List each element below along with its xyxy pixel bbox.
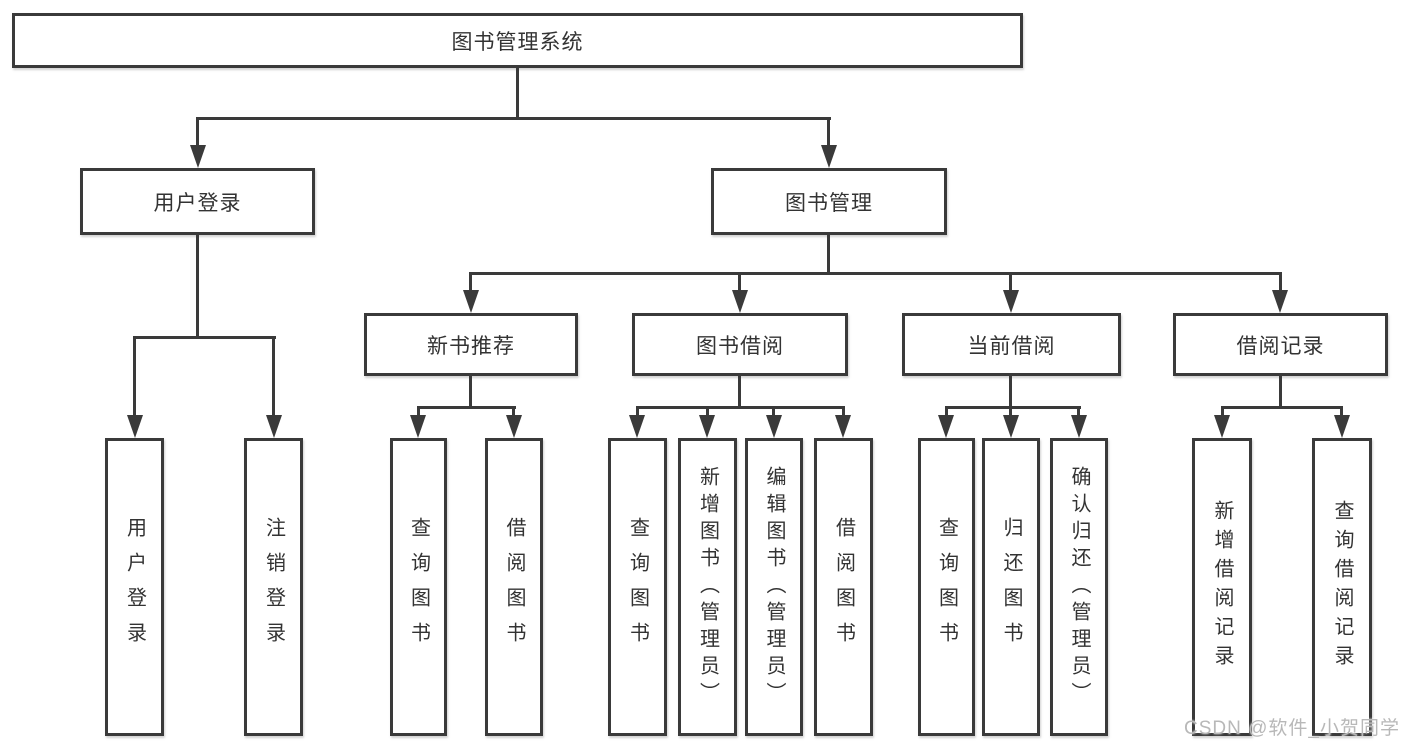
leaf-add-borrowing-record: 新增借阅记录: [1192, 438, 1252, 736]
connector-to-leaf-login: [133, 336, 136, 417]
arrow-down-icon: [732, 290, 748, 313]
arrow-down-icon: [1214, 415, 1230, 438]
arrow-down-icon: [629, 415, 645, 438]
node-label: 图书管理系统: [451, 30, 584, 54]
leaf-logout: 注销登录: [244, 438, 303, 736]
connector-leaf-stem: [1340, 406, 1343, 418]
connector-user-login-crossbar: [133, 336, 276, 339]
leaf-label: 归还图书: [1000, 517, 1022, 657]
connector-to-user-login: [196, 117, 199, 148]
node-label: 借阅记录: [1236, 334, 1325, 358]
connector-book-management-crossbar: [469, 272, 1282, 275]
arrow-down-icon: [463, 290, 479, 313]
connector-root-stem: [516, 68, 519, 120]
connector-to-current-borrowing: [1009, 272, 1012, 293]
leaf-label: 确认归还（管理员）: [1068, 465, 1090, 709]
connector-leaf-stem: [706, 406, 709, 418]
node-user-login: 用户登录: [80, 168, 315, 235]
csdn-watermark: CSDN @软件_小贺同学: [1184, 718, 1400, 739]
connector-leaf-stem: [1221, 406, 1224, 418]
node-label: 图书借阅: [696, 334, 784, 358]
connector-leaf-stem: [772, 406, 775, 418]
node-current-borrowing: 当前借阅: [902, 313, 1121, 376]
arrow-down-icon: [835, 415, 851, 438]
node-borrowing-records: 借阅记录: [1173, 313, 1388, 376]
node-library-management-system: 图书管理系统: [12, 13, 1023, 68]
leaf-label: 新增图书（管理员）: [696, 465, 719, 709]
connector-borrowing-records-stem: [1279, 376, 1282, 409]
node-label: 当前借阅: [967, 334, 1056, 358]
node-label: 图书管理: [785, 191, 873, 215]
leaf-label: 查询借阅记录: [1331, 500, 1353, 674]
connector-new-books-crossbar: [417, 406, 516, 409]
leaf-label: 新增借阅记录: [1211, 500, 1233, 674]
connector-to-borrowing-records: [1279, 272, 1282, 293]
connector-current-borrowing-crossbar: [945, 406, 1081, 409]
connector-root-crossbar: [196, 117, 831, 120]
leaf-edit-books-admin: 编辑图书（管理员）: [745, 438, 803, 736]
node-label: 用户登录: [153, 191, 242, 215]
arrow-down-icon: [266, 415, 282, 438]
leaf-query-borrowing-record: 查询借阅记录: [1312, 438, 1372, 736]
leaf-add-books-admin: 新增图书（管理员）: [678, 438, 737, 736]
arrow-down-icon: [1272, 290, 1288, 313]
connector-current-borrowing-stem: [1009, 376, 1012, 409]
leaf-query-books-1: 查询图书: [390, 438, 447, 736]
leaf-confirm-return-admin: 确认归还（管理员）: [1050, 438, 1108, 736]
leaf-return-books: 归还图书: [982, 438, 1040, 736]
leaf-query-books-2: 查询图书: [608, 438, 667, 736]
connector-leaf-stem: [636, 406, 639, 418]
connector-book-borrowing-stem: [738, 376, 741, 409]
arrow-down-icon: [127, 415, 143, 438]
connector-leaf-stem: [945, 406, 948, 418]
connector-to-book-management: [827, 117, 830, 148]
connector-leaf-stem: [1077, 406, 1080, 418]
connector-to-leaf-logout: [272, 336, 275, 417]
connector-leaf-stem: [417, 406, 420, 418]
leaf-label: 用户登录: [123, 517, 146, 657]
arrow-down-icon: [1003, 415, 1019, 438]
leaf-borrow-books-2: 借阅图书: [814, 438, 873, 736]
arrow-down-icon: [1071, 415, 1087, 438]
arrow-down-icon: [506, 415, 522, 438]
connector-leaf-stem: [1009, 406, 1012, 418]
connector-to-new-books: [469, 272, 472, 293]
arrow-down-icon: [1334, 415, 1350, 438]
connector-new-books-stem: [469, 376, 472, 409]
leaf-label: 编辑图书（管理员）: [763, 465, 785, 709]
connector-leaf-stem: [512, 406, 515, 418]
arrow-down-icon: [1003, 290, 1019, 313]
leaf-label: 查询图书: [935, 517, 958, 657]
arrow-down-icon: [699, 415, 715, 438]
leaf-query-books-3: 查询图书: [918, 438, 975, 736]
connector-user-login-stem: [196, 235, 199, 338]
leaf-borrow-books-1: 借阅图书: [485, 438, 543, 736]
arrow-down-icon: [766, 415, 782, 438]
leaf-user-login: 用户登录: [105, 438, 164, 736]
arrow-down-icon: [410, 415, 426, 438]
connector-leaf-stem: [842, 406, 845, 418]
arrow-down-icon: [938, 415, 954, 438]
connector-book-borrowing-crossbar: [636, 406, 845, 409]
node-label: 新书推荐: [427, 334, 515, 358]
leaf-label: 借阅图书: [503, 517, 525, 657]
node-book-management: 图书管理: [711, 168, 947, 235]
arrow-down-icon: [821, 145, 837, 168]
node-book-borrowing: 图书借阅: [632, 313, 848, 376]
leaf-label: 查询图书: [626, 517, 649, 657]
node-new-books: 新书推荐: [364, 313, 578, 376]
connector-book-management-stem: [827, 235, 830, 275]
connector-to-book-borrowing: [738, 272, 741, 293]
connector-borrowing-records-crossbar: [1221, 406, 1343, 409]
leaf-label: 注销登录: [262, 517, 285, 657]
arrow-down-icon: [190, 145, 206, 168]
leaf-label: 查询图书: [407, 517, 430, 657]
leaf-label: 借阅图书: [832, 517, 855, 657]
